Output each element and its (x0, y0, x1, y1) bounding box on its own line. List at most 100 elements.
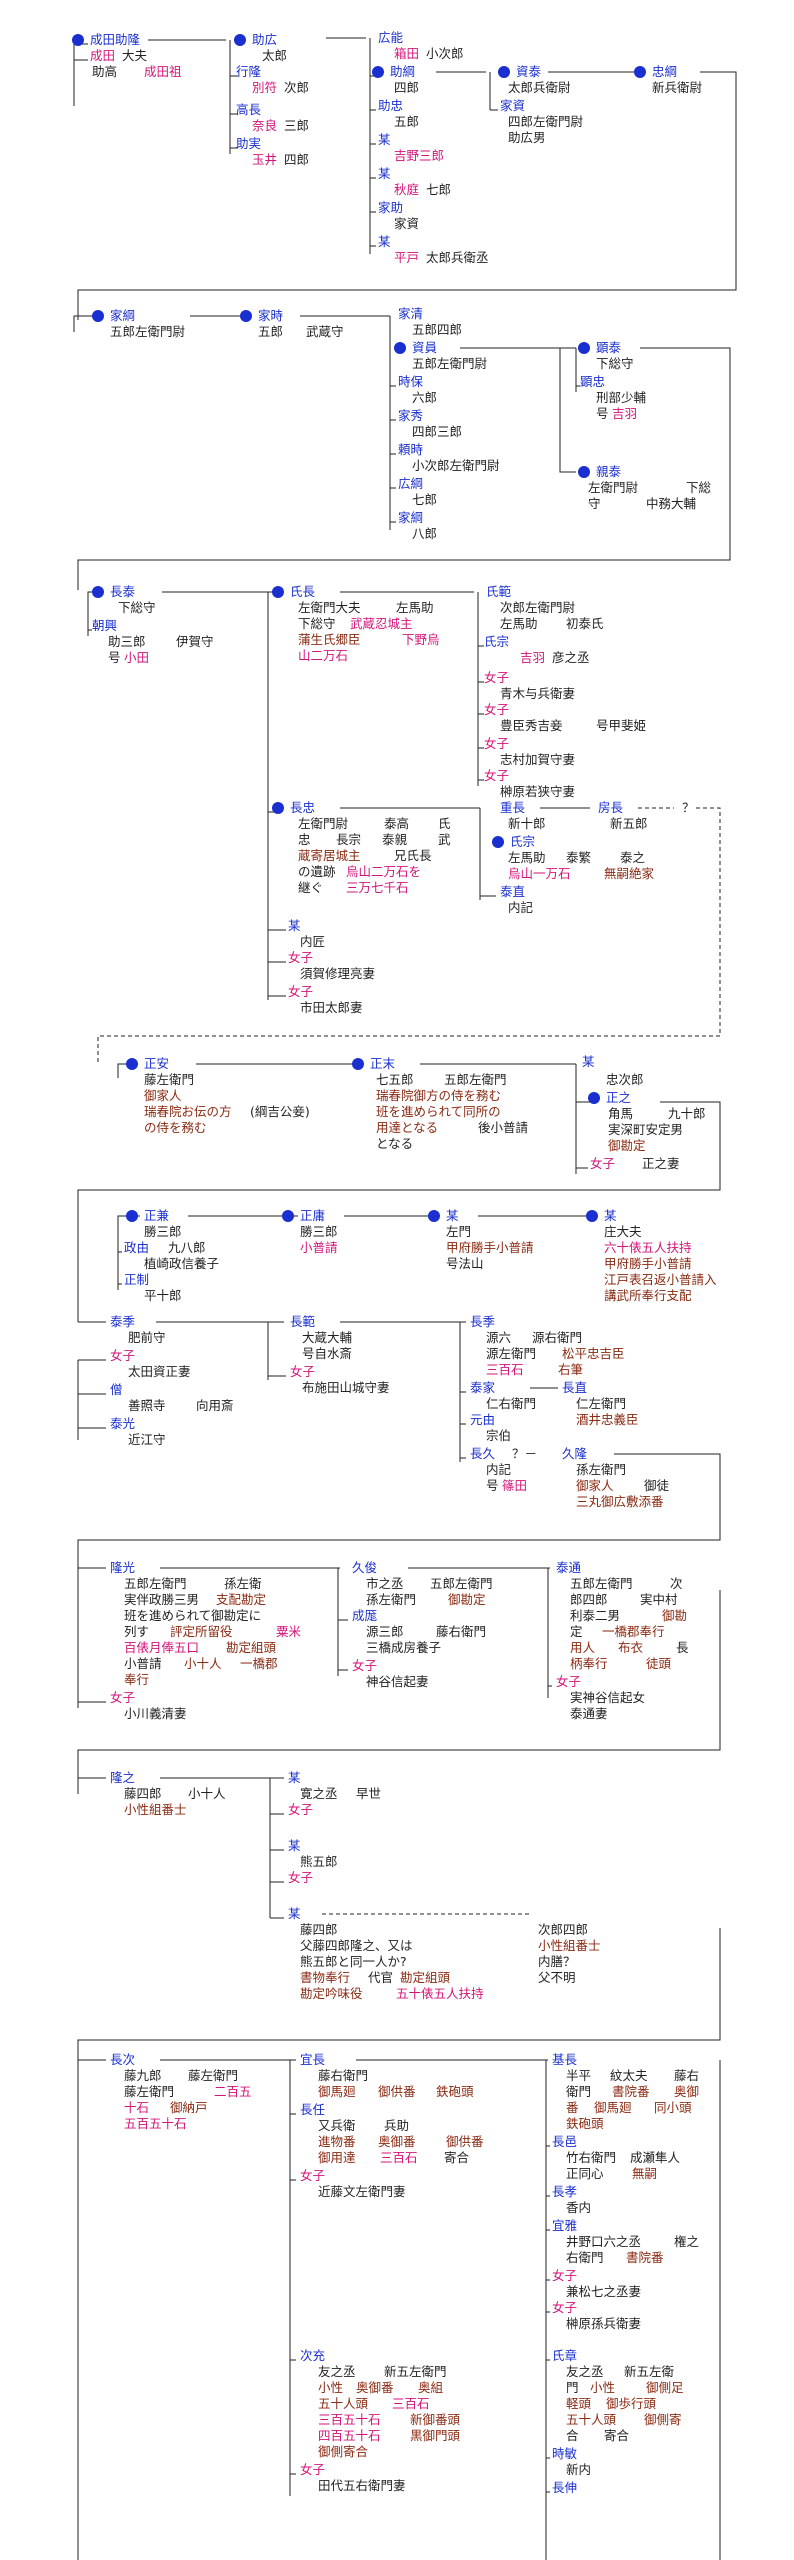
member-note: 左衛門大夫 (298, 600, 361, 615)
member-note: 七郎 (426, 182, 451, 197)
member-name: 長孝 (552, 2184, 577, 2199)
member-note: 太郎兵衛尉 (508, 80, 571, 95)
member-marker (634, 66, 646, 78)
member-note: 四郎左衛門尉 (508, 114, 584, 129)
member-note: 代官 (368, 1970, 393, 1985)
member-note-highlight: 瑞春院お伝の方 (144, 1104, 232, 1119)
member-note: 泰親 (382, 832, 408, 847)
member-note-highlight: 黒御門頭 (410, 2428, 461, 2443)
member-note-highlight: 成田 (90, 48, 115, 63)
member-note: 九八郎 (168, 1240, 206, 1255)
member-note: ？－ (512, 1446, 537, 1461)
member-note-highlight: 御側寄合 (318, 2444, 369, 2459)
member-note: 号 (596, 406, 609, 421)
member-note: 孫左衛 (224, 1576, 262, 1591)
member-note-highlight: 勘定組頭 (226, 1640, 277, 1655)
member-note: 正之妻 (642, 1156, 680, 1171)
member-name: 行隆 (236, 64, 262, 79)
member-note: 青木与兵衛妻 (500, 686, 575, 701)
member-note-highlight: 布衣 (618, 1640, 644, 1655)
member-note: 七五郎 (376, 1072, 414, 1087)
member-note-highlight: 女子 (290, 1364, 315, 1379)
member-note: 友之丞 (318, 2364, 356, 2379)
member-note-highlight: 百俵月俸五口 (124, 1640, 199, 1655)
member-note: 近江守 (128, 1432, 166, 1447)
member-note-highlight: 小性組番士 (538, 1938, 601, 1953)
member-note-highlight: 女子 (484, 736, 509, 751)
member-note-highlight: 奥御 (674, 2084, 699, 2099)
member-name: 泰光 (110, 1416, 135, 1431)
member-note: 五郎左衛門尉 (110, 324, 186, 339)
member-note: 利泰二男 (570, 1608, 620, 1623)
member-note: 号 (108, 650, 121, 665)
member-note-highlight: 江戸表召返小普請入 (604, 1272, 717, 1287)
member-note: 新十郎 (508, 816, 546, 831)
member-name: 家綱 (398, 510, 423, 525)
member-note-highlight: 奉行 (124, 1672, 149, 1687)
member-name: 某 (378, 234, 391, 249)
member-labels: 成田助隆成田大夫助高成田祖助広太郎行隆別符次郎高長奈良三郎助実玉井四郎広能箱田小… (90, 30, 717, 2495)
member-name: 某 (378, 132, 391, 147)
member-note-highlight: 吉野三郎 (394, 148, 444, 163)
member-note: 実伴政勝三男 (124, 1592, 199, 1607)
member-note-highlight: 三丸御広敷添番 (576, 1494, 664, 1509)
member-name: 親泰 (596, 464, 622, 479)
member-note-highlight: 女子 (300, 2168, 325, 2183)
member-note: 左馬助 (396, 600, 434, 615)
member-note-highlight: 御馬廻 (318, 2084, 356, 2099)
member-name: 助実 (236, 136, 261, 151)
member-note-highlight: 女子 (288, 950, 313, 965)
member-name: 家清 (398, 306, 423, 321)
member-note-highlight: 三百石 (380, 2150, 418, 2165)
member-marker (492, 836, 504, 848)
member-note-highlight: 六十俵五人扶持 (604, 1240, 692, 1255)
member-note-highlight: 御馬廻 (594, 2100, 632, 2115)
member-note-highlight: 烏山一万石 (508, 866, 571, 881)
member-marker (126, 1210, 138, 1222)
member-note-highlight: 甲府勝手小普請 (446, 1240, 534, 1255)
member-name: 助忠 (378, 98, 403, 113)
member-note-highlight: 蔵寄居城主 (298, 848, 361, 863)
member-note-highlight: 無嗣 (632, 2166, 657, 2181)
member-note-highlight: 柄奉行 (570, 1656, 608, 1671)
member-note-highlight: 勘定吟味役 (300, 1986, 363, 2001)
member-note: 継ぐ (298, 880, 323, 895)
member-name: 正安 (144, 1056, 169, 1071)
member-note: 大蔵大輔 (302, 1330, 352, 1345)
member-note: 助広男 (508, 130, 546, 145)
member-note: 合 (566, 2428, 579, 2443)
member-note: 平十郎 (144, 1288, 182, 1303)
member-name: 家時 (258, 308, 284, 323)
member-note: 新兵衛尉 (652, 80, 703, 95)
member-note: 下総守 (596, 356, 634, 371)
member-note: 志村加賀守妻 (500, 752, 575, 767)
member-note: 左衛門尉 (588, 480, 639, 495)
member-note-highlight: 平戸 (394, 250, 419, 265)
member-name: 広能 (378, 30, 404, 45)
member-note-highlight: 三百石 (486, 1362, 524, 1377)
member-note-highlight: 書院番 (626, 2250, 664, 2265)
member-note: 八郎 (412, 526, 437, 541)
member-note: 藤九郎 (124, 2068, 162, 2083)
member-note-highlight: 奥組 (418, 2380, 443, 2395)
member-note-highlight: 吉羽 (520, 650, 545, 665)
member-note-highlight: 進物番 (318, 2134, 356, 2149)
connector-lines (73, 37, 737, 2560)
member-note-highlight: 三百五十石 (318, 2412, 381, 2427)
member-note-highlight: 山二万石 (298, 648, 348, 663)
member-marker (578, 342, 590, 354)
member-note: 号自水斎 (302, 1346, 352, 1361)
member-name: 成田助隆 (90, 32, 141, 47)
member-note: 榊原若狭守妻 (500, 784, 575, 799)
member-note-highlight: 女子 (484, 670, 509, 685)
member-note: 藤右 (674, 2068, 699, 2083)
member-note-highlight: 小性 (318, 2380, 343, 2395)
member-name: 時保 (398, 374, 424, 389)
member-note: 半平 (566, 2068, 591, 2083)
member-note-highlight: 用人 (570, 1640, 596, 1655)
member-note-highlight: 小普請 (300, 1240, 338, 1255)
member-note: (綱吉公妾) (250, 1104, 310, 1119)
member-marker (92, 310, 104, 322)
member-note: 号法山 (446, 1256, 484, 1271)
member-note-highlight: 小十人 (184, 1656, 222, 1671)
